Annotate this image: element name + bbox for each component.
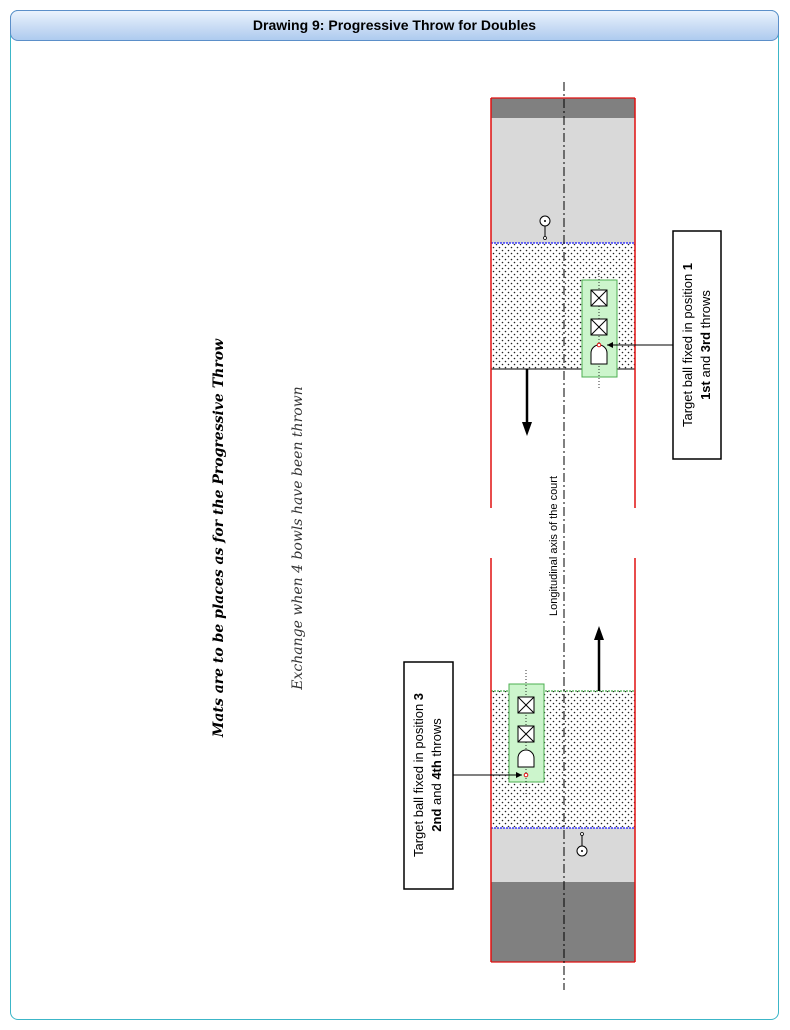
target-position-top-1-icon [590,289,608,307]
mat-bottom [508,670,545,795]
mat-top [581,270,618,390]
svg-text:1st and 3rd throws: 1st and 3rd throws [698,290,713,400]
callout-top-and: and [698,352,713,381]
diagram-panel [10,10,779,1020]
target-position-bottom-2-icon [517,725,535,743]
light-zone-top [491,118,635,243]
callout-bottom-throw-b: 4th [429,760,444,780]
exchange-note: Exchange when 4 bowls have been thrown [290,386,306,690]
svg-text:2nd and 4th throws: 2nd and 4th throws [429,718,444,832]
dark-zone-top [491,98,635,118]
callout-bottom-line1: Target ball fixed in position [411,700,426,857]
dark-zone-bottom [491,882,635,962]
callout-top-throws: throws [698,290,713,332]
target-ball-top-icon [590,342,608,365]
diagram-title: Drawing 9: Progressive Throw for Doubles [10,10,779,41]
callout-bottom-position-number: 3 [411,693,426,700]
arrow-up [594,626,604,691]
target-position-top-2-icon [590,318,608,336]
svg-text:Target ball fixed in position: Target ball fixed in position 3 [411,693,426,857]
mats-note: Mats are to be places as for the Progres… [211,338,227,738]
callout-top-throw-a: 1st [698,380,713,399]
callout-bottom-throws: throws [429,718,444,760]
circle-marker-bottom-icon [576,832,588,857]
arrow-down [522,369,532,436]
light-zone-bottom [491,828,635,882]
callout-top-line1: Target ball fixed in position [680,270,695,427]
callout-bottom-throw-a: 2nd [429,809,444,832]
target-position-bottom-1-icon [517,696,535,714]
callout-top-position-number: 1 [680,263,695,270]
callout-bottom: Target ball fixed in position 3 2nd and … [403,661,522,890]
svg-text:Target ball fixed in position: Target ball fixed in position 1 [680,263,695,427]
callout-bottom-and: and [429,780,444,809]
callout-top-throw-b: 3rd [698,332,713,352]
callout-top: Target ball fixed in position 1 1st and … [607,230,722,460]
circle-marker-top-icon [539,215,551,240]
axis-label: Longitudinal axis of the court [548,476,560,616]
court-sidelines [490,98,636,962]
target-ball-bottom-icon [517,749,535,778]
